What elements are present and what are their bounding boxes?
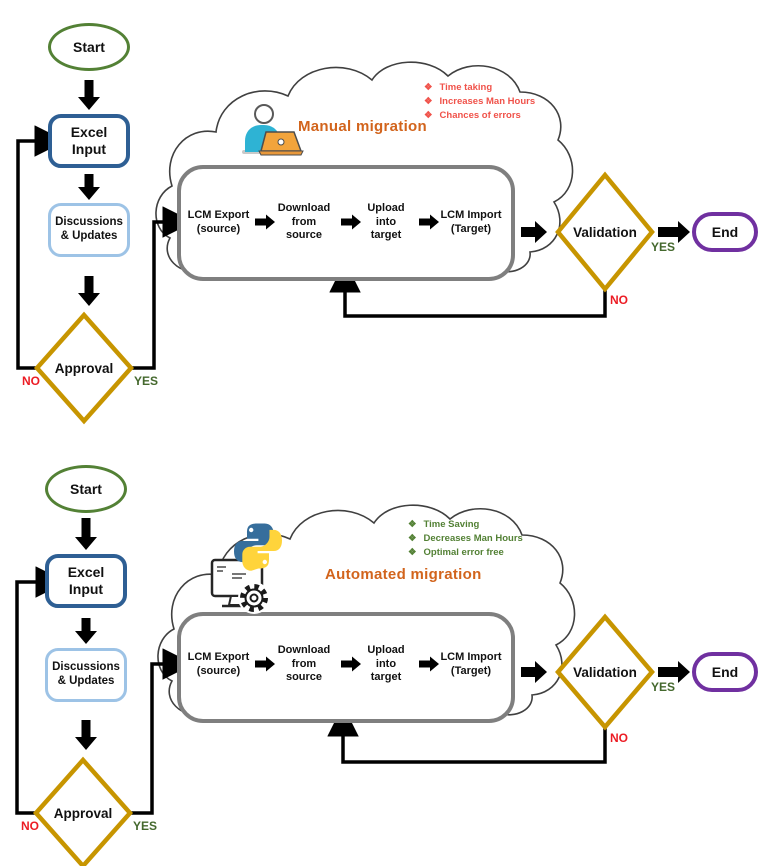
chart2-start-label: Start [70,480,102,497]
chart2-validation-yes-label: YES [651,680,676,694]
diamond-bullet-icon: ❖ [424,110,433,121]
chart1-validation-label: Validation [573,224,637,240]
bullet-row: ❖ Time Saving [408,519,523,530]
bullet-row: ❖ Optimal error free [408,547,523,558]
chart2-step-lcm-export: LCM Export (source) [187,650,250,677]
chart2-excel-input-node: Excel Input [45,554,127,608]
chart1-approval-yes-label: YES [134,374,159,388]
chart2-end-node: End [692,652,758,692]
chart2-cloud-title: Automated migration [325,566,482,583]
bullet-text: Increases Man Hours [439,96,536,107]
chart1-arrow-start-to-excel [78,80,100,110]
chart1-step-download: Download from source [277,201,331,242]
chart2-approval-yes-line [130,648,194,815]
chart2-arrow-excel-to-discussions [75,618,97,644]
diamond-bullet-icon: ❖ [408,547,417,558]
chart2-end-label: End [711,663,739,680]
diamond-bullet-icon: ❖ [408,519,417,530]
bullet-text: Chances of errors [439,110,521,121]
bullet-row: ❖ Time taking [424,82,535,93]
bullet-row: ❖ Chances of errors [424,110,535,121]
chart1-discussions-node: Discussions & Updates [48,203,130,257]
chart1-approval-label: Approval [54,360,114,376]
chart1-start-node: Start [48,23,130,71]
chart1-approval-yes-line [131,206,194,370]
chart1-approval-no-label: NO [22,374,40,388]
chart1-arrow-box-to-validation [521,221,547,243]
chart1-end-node: End [692,212,758,252]
chart2-arrow-box-to-validation [521,661,547,683]
chart2-approval-yes-label: YES [133,819,158,833]
chart2-approval-label: Approval [53,805,113,821]
bullet-text: Time Saving [423,519,480,530]
chart1-validation-no-loop-line [329,261,607,318]
chart1-approval-diamond [33,311,135,425]
chart2-validation-label: Validation [573,664,637,680]
chart1-excel-input-node: Excel Input [48,114,130,168]
chart2-approval-diamond [32,756,134,866]
chart1-step-lcm-export: LCM Export (source) [187,208,250,235]
chart2-approval-no-loop-line [15,566,67,815]
chart1-start-label: Start [73,38,105,55]
chart2-excel-input-label: Excel Input [67,564,105,597]
chart2-arrow-validation-to-end [658,661,690,683]
chart2-step-lcm-import: LCM Import (Target) [440,650,502,677]
chart1-end-label: End [711,223,739,240]
chart2-validation-diamond [555,613,655,731]
chart2-validation-no-label: NO [610,731,628,745]
chart2-discussions-label: Discussions & Updates [52,661,120,687]
bullet-row: ❖ Increases Man Hours [424,96,535,107]
bullet-text: Decreases Man Hours [423,533,523,544]
chart1-validation-no-label: NO [610,293,628,307]
chart2-discussions-node: Discussions & Updates [45,648,127,702]
chart1-cloud-title: Manual migration [298,118,427,135]
diamond-bullet-icon: ❖ [408,533,417,544]
diamond-bullet-icon: ❖ [424,96,433,107]
chart1-cloud-bullet-list: ❖ Time taking ❖ Increases Man Hours ❖ Ch… [424,82,535,121]
chart2-arrow-start-to-excel [75,518,97,550]
chart1-discussions-label: Discussions & Updates [55,216,123,242]
chart1-approval-no-loop-line [16,125,66,370]
chart2-step-upload: Upload into target [367,643,405,684]
chart2-step-download: Download from source [277,643,331,684]
chart1-arrow-discussions-to-approval [78,276,100,306]
chart1-arrow-validation-to-end [658,221,690,243]
chart1-step-upload: Upload into target [367,201,405,242]
chart2-start-node: Start [45,465,127,513]
bullet-text: Time taking [439,82,493,93]
chart1-excel-input-label: Excel Input [70,124,108,157]
bullet-text: Optimal error free [423,547,504,558]
chart1-arrow-excel-to-discussions [78,174,100,200]
chart2-arrow-discussions-to-approval [75,720,97,750]
bullet-row: ❖ Decreases Man Hours [408,533,523,544]
chart2-cloud-bullet-list: ❖ Time Saving ❖ Decreases Man Hours ❖ Op… [408,519,523,558]
chart2-validation-no-loop-line [327,705,607,764]
diamond-bullet-icon: ❖ [424,82,433,93]
chart1-validation-diamond [555,171,655,293]
chart1-validation-yes-label: YES [651,240,676,254]
chart2-approval-no-label: NO [21,819,39,833]
chart1-step-lcm-import: LCM Import (Target) [440,208,502,235]
